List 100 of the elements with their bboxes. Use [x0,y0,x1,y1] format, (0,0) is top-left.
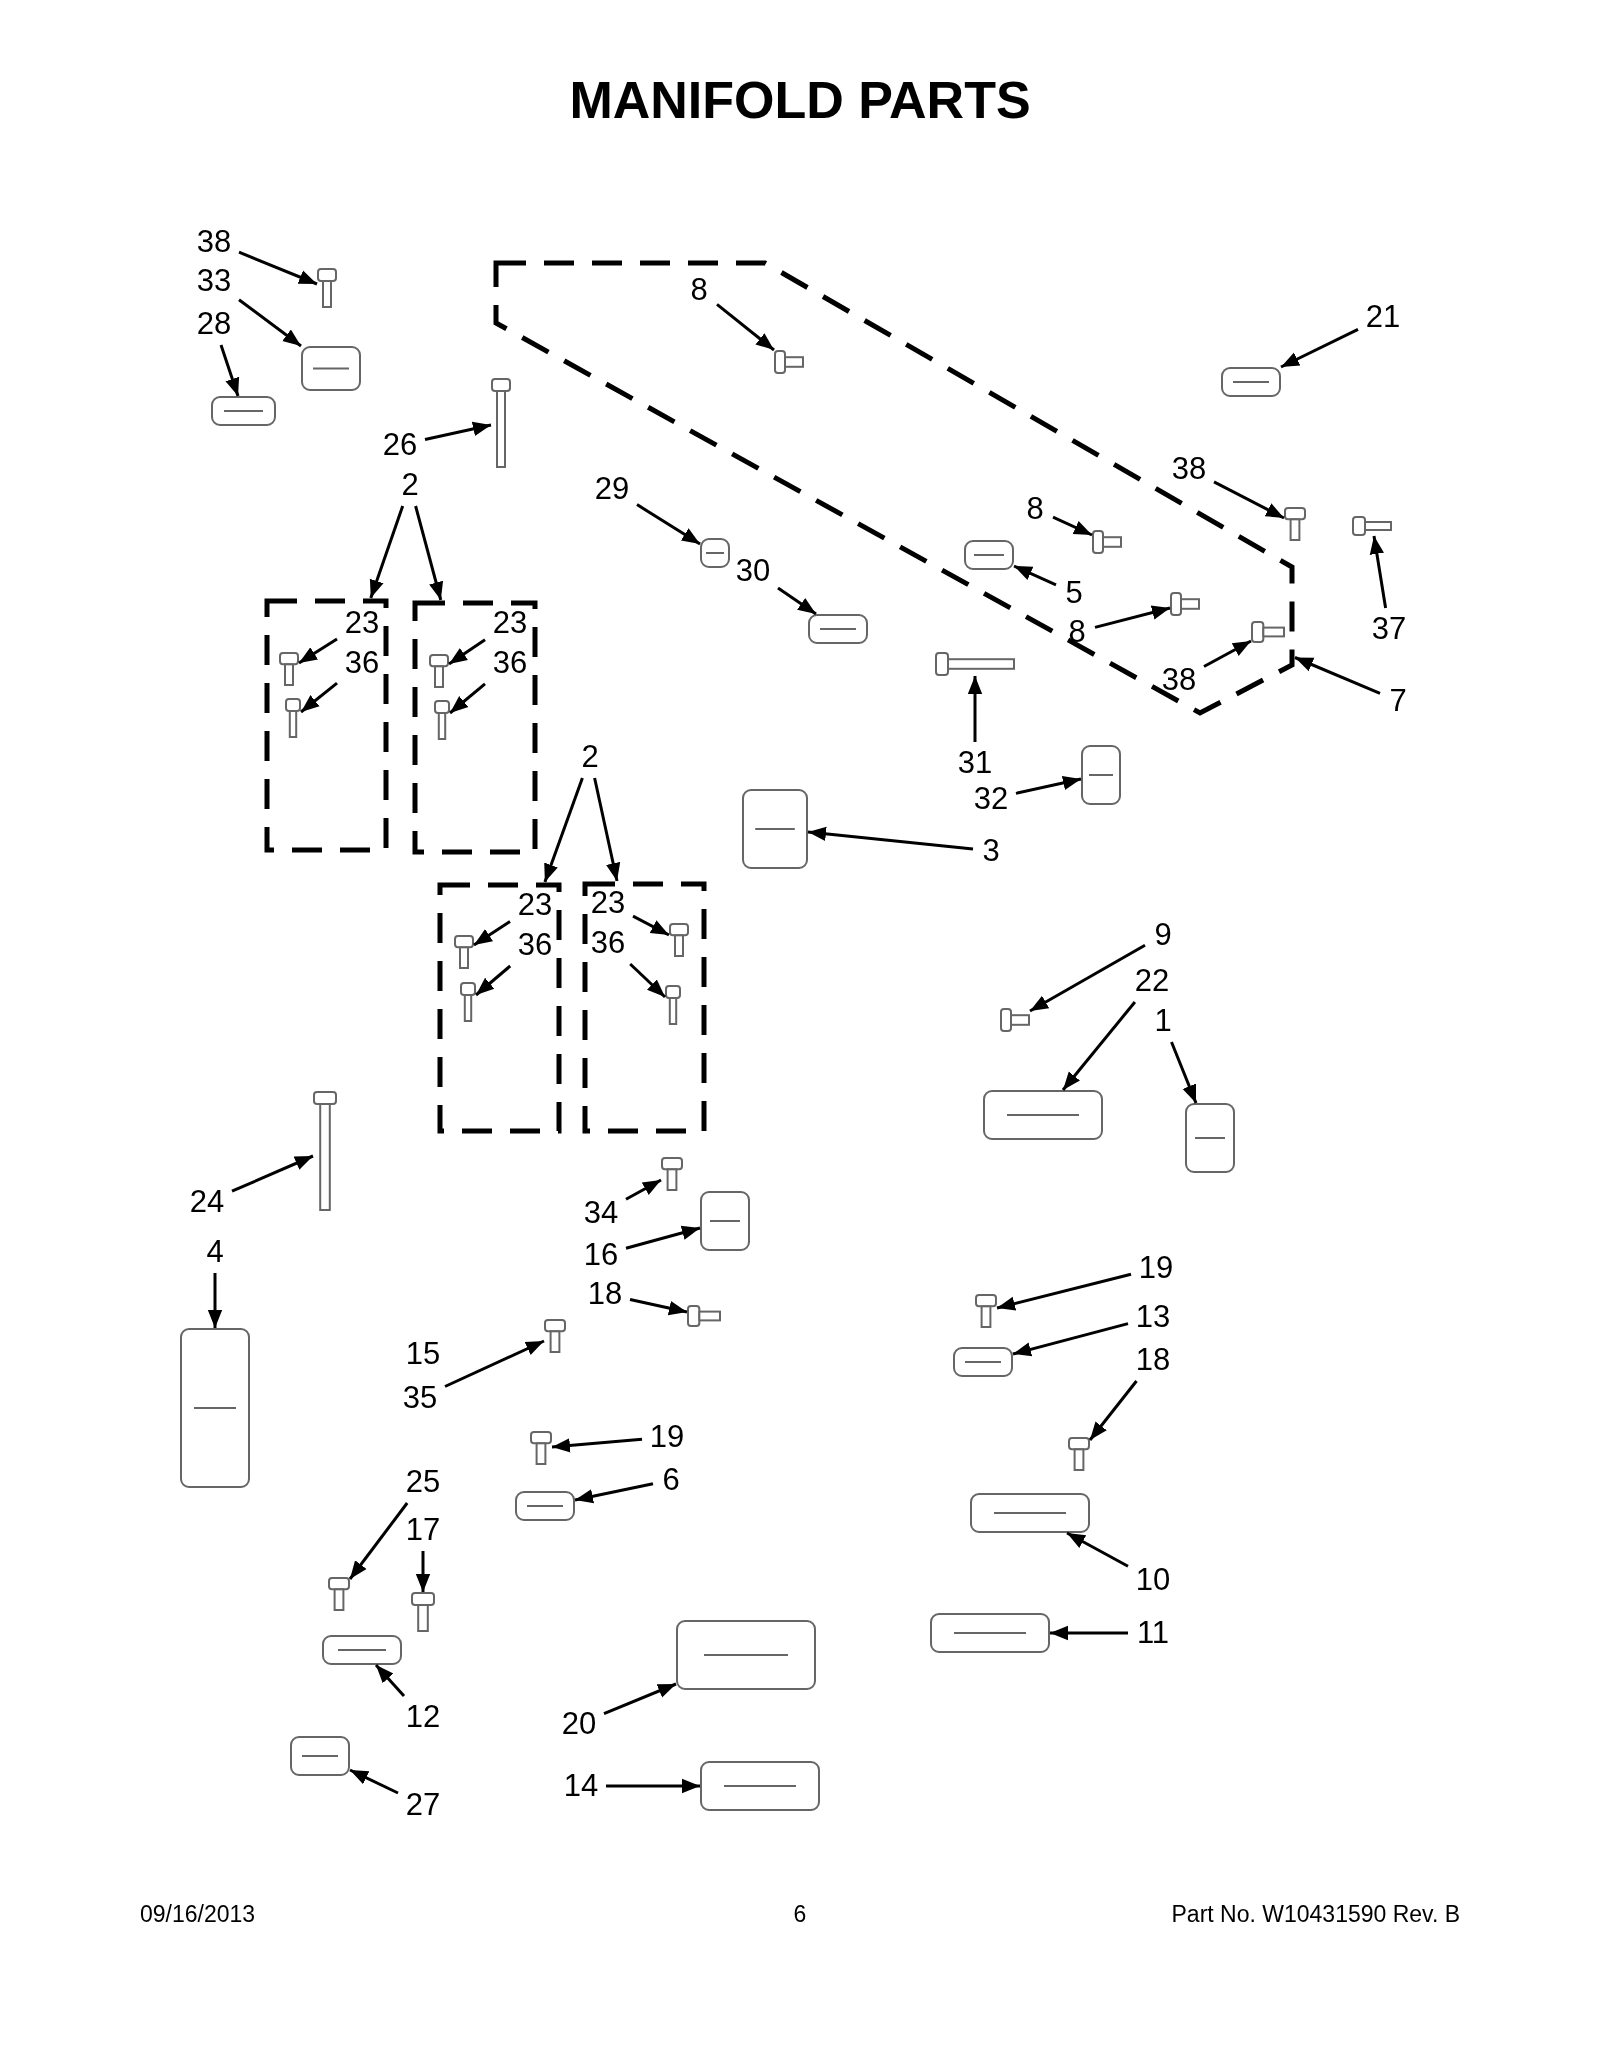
callout-number: 23 [341,606,383,640]
leader-line [996,1272,1132,1311]
callout-number: 2 [396,468,424,502]
part-drawing [544,1318,566,1353]
callout-number: 37 [1368,612,1410,646]
leader-line [1052,515,1093,537]
leader-line [1213,480,1285,520]
part-drawing [742,788,808,869]
callout-number: 29 [591,472,633,506]
callout-number: 19 [646,1420,688,1454]
leader-line [1015,775,1082,795]
leader-line [449,682,486,715]
part-drawing [700,538,730,569]
leader-line [415,1551,431,1592]
part-drawing [982,1090,1103,1140]
part-drawing [180,1328,250,1488]
callout-number: 25 [402,1465,444,1499]
callout-number: 17 [402,1513,444,1547]
part-drawing [1170,592,1200,617]
part-drawing [1081,744,1121,805]
callout-number: 5 [1060,576,1088,610]
part-drawing [774,350,804,374]
part-drawing [700,1761,820,1811]
leader-line [424,421,492,441]
callout-number: 8 [1021,492,1049,526]
callout-number: 15 [404,1337,442,1371]
callout-number: 38 [193,225,235,259]
callout-number: 34 [580,1196,622,1230]
part-drawing [1352,516,1393,536]
leader-line [1094,605,1171,629]
leader-line [625,1225,701,1250]
callout-number: 3 [977,834,1005,868]
callout-number: 23 [587,886,629,920]
kit-outline [437,882,562,1134]
callout-number: 13 [1132,1300,1174,1334]
callout-number: 7 [1384,684,1412,718]
part-drawing [491,377,511,468]
leader-line [238,250,318,286]
part-drawing [1000,1007,1030,1032]
leader-line [1066,1531,1129,1568]
callout-number: 33 [193,264,235,298]
callout-number: 6 [657,1463,685,1497]
callout-number: 18 [1132,1343,1174,1377]
part-drawing [930,1613,1050,1653]
leader-line [543,777,584,883]
page-number: 6 [792,1900,808,1928]
part-drawing [700,1191,750,1252]
callout-number: 2 [576,740,604,774]
callout-number: 12 [402,1700,444,1734]
leader-line [348,1502,409,1580]
part-drawing [975,1293,997,1328]
leader-line [1061,1001,1137,1091]
leader-line [1013,564,1057,587]
callout-number: 28 [193,307,235,341]
leader-line [1294,656,1381,695]
part-drawing [953,1346,1013,1377]
part-drawing [1221,366,1281,397]
part-number: Part No. W10431590 Rev. B [1171,1900,1460,1928]
callout-number: 36 [341,646,383,680]
callout-number: 23 [489,606,531,640]
leader-line [475,964,512,997]
leader-line [231,1154,314,1193]
leader-line [716,303,775,352]
callout-number: 22 [1131,964,1173,998]
callout-number: 36 [514,928,556,962]
part-drawing [687,1304,721,1327]
callout-number: 35 [399,1381,441,1415]
callout-number: 11 [1132,1616,1174,1650]
callout-number: 20 [558,1707,600,1741]
part-drawing [1284,506,1306,541]
part-drawing [411,1592,435,1632]
callout-number: 14 [560,1769,602,1803]
callout-number: 9 [1149,918,1177,952]
part-drawing [210,396,276,426]
part-drawing [807,614,868,644]
part-drawing [1251,620,1285,643]
part-drawing [328,1576,350,1611]
part-drawing [317,268,337,309]
leader-line [574,1482,654,1504]
part-drawing [313,1090,337,1211]
leader-line [219,344,240,397]
leader-line [300,681,338,714]
part-drawing [515,1491,575,1522]
callout-number: 1 [1149,1004,1177,1038]
page-title: MANIFOLD PARTS [568,70,1032,130]
callout-number: 16 [580,1238,622,1272]
callout-number: 24 [186,1185,228,1219]
leader-line [414,505,444,601]
part-drawing [460,981,476,1022]
leader-line [625,1178,662,1201]
callout-number: 18 [584,1277,626,1311]
leader-line [629,1298,688,1316]
part-drawing [290,1735,350,1776]
callout-number: 8 [1063,615,1091,649]
callout-number: 23 [514,888,556,922]
part-drawing [665,984,681,1025]
leader-line [967,676,983,742]
callout-number: 36 [587,926,629,960]
callout-number: 10 [1132,1563,1174,1597]
part-drawing [454,934,474,969]
